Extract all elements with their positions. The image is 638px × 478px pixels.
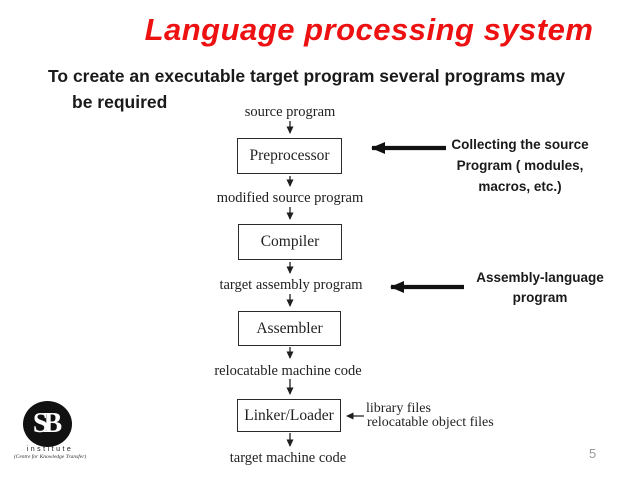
box-linker-loader: Linker/Loader — [237, 399, 341, 432]
box-assembler: Assembler — [238, 311, 341, 346]
annotation-assembly-language: Assembly-language program — [455, 268, 625, 308]
annotation-collecting-line-3: macros, etc.) — [478, 179, 562, 194]
slide-title: Language processing system — [144, 12, 594, 47]
label-relocatable-object-files: relocatable object files — [367, 415, 494, 430]
logo-monogram-text: SB — [32, 408, 62, 439]
annotation-collecting-source: Collecting the source Program ( modules,… — [430, 134, 610, 197]
subtitle-line-2: be required — [72, 92, 168, 112]
subtitle-line-1: To create an executable target program s… — [48, 66, 566, 86]
annotation-assembly-line-2: program — [512, 290, 568, 305]
annotation-collecting-line-2: Program ( modules, — [456, 158, 584, 173]
label-source-program: source program — [244, 104, 336, 120]
logo-tagline: (Centre for Knowledge Transfer) — [13, 454, 87, 460]
logo-institute-label: institute — [26, 446, 74, 453]
page-number: 5 — [589, 446, 597, 461]
label-library-files: library files — [366, 401, 431, 416]
label-target-assembly-program: target assembly program — [219, 277, 363, 293]
annotation-assembly-line-1: Assembly-language — [476, 270, 604, 285]
label-modified-source-program: modified source program — [216, 190, 364, 206]
annotation-collecting-line-1: Collecting the source — [451, 137, 589, 152]
institute-logo: SB — [23, 401, 72, 447]
box-preprocessor: Preprocessor — [237, 138, 342, 174]
box-compiler: Compiler — [238, 224, 342, 260]
label-relocatable-machine-code: relocatable machine code — [214, 363, 362, 379]
label-target-machine-code: target machine code — [229, 450, 347, 466]
